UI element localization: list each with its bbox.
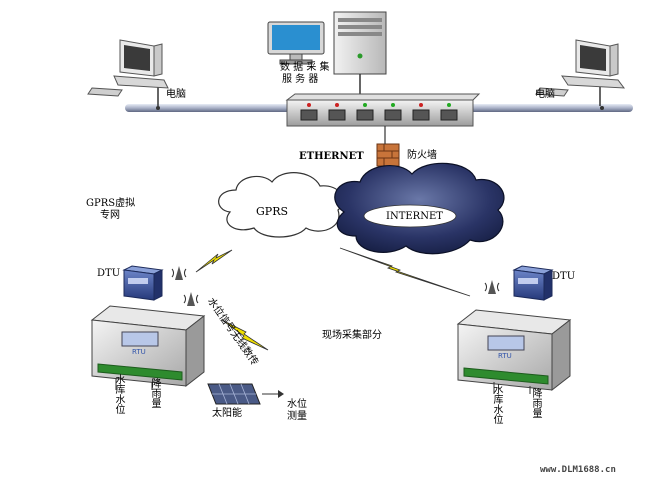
water-level-measure-label-line1: 水位 [287, 399, 307, 410]
switch-icon [285, 93, 481, 127]
lightning-icon [221, 319, 269, 351]
switch-led [447, 103, 451, 107]
antenna-icon [171, 266, 187, 280]
switch-port [384, 109, 402, 121]
arrow-icon [262, 390, 284, 398]
switch-port [440, 109, 458, 121]
water-level-measure-label-line2: 测量 [287, 411, 307, 422]
switch-led [335, 103, 339, 107]
switch-led [391, 103, 395, 107]
rtu-icon: RTU [90, 305, 206, 390]
solar-label: 太阳能 [212, 408, 242, 419]
switch-led [363, 103, 367, 107]
reservoir-level-right-label: 水库水位 [491, 384, 502, 424]
server-icon [333, 11, 387, 116]
internet-cloud-label: INTERNET [386, 211, 443, 222]
watermark-text: www.DLM1688.cn [540, 465, 616, 475]
rainfall-left-label: 降雨量 [149, 378, 160, 408]
dtu-icon [512, 265, 554, 301]
gprs-vpn-label-line1: GPRS虚拟 [86, 198, 136, 209]
server-label-line1: 数 据 采 集 [280, 62, 330, 73]
switch-led [307, 103, 311, 107]
pc-icon [535, 39, 626, 106]
switch-led [419, 103, 423, 107]
svg-text:RTU: RTU [132, 348, 146, 356]
switch-port [300, 109, 318, 121]
dtu-icon [122, 265, 164, 301]
antenna-icon [183, 292, 199, 306]
switch-port [412, 109, 430, 121]
rainfall-right-label: 降雨量 [530, 388, 541, 418]
firewall-icon [376, 143, 400, 167]
dtu-right-label: DTU [552, 271, 576, 282]
gprs-cloud-label: GPRS [256, 205, 289, 218]
pc-icon [87, 39, 169, 106]
pc-right-label: 电脑 [535, 89, 555, 100]
firewall-label: 防火墙 [407, 150, 437, 161]
gprs-vpn-label-line2: 专网 [100, 210, 120, 221]
ethernet-label: ETHERNET [299, 151, 364, 162]
rtu-icon: RTU [456, 309, 572, 394]
svg-text:RTU: RTU [498, 352, 512, 360]
monitor-icon [267, 21, 325, 65]
dtu-left-label: DTU [97, 268, 121, 279]
reservoir-level-left-label: 水库水位 [113, 374, 124, 414]
switch-port [328, 109, 346, 121]
lightning-icon [195, 249, 233, 273]
field-section-label: 现场采集部分 [322, 330, 382, 341]
server-label-line2: 服 务 器 [282, 74, 319, 85]
switch-port [356, 109, 374, 121]
pc-left-label: 电脑 [166, 89, 186, 100]
lightning-icon [339, 247, 471, 297]
solar-panel-icon [207, 383, 261, 405]
antenna-icon [484, 280, 500, 294]
cloud-icon [334, 162, 505, 255]
